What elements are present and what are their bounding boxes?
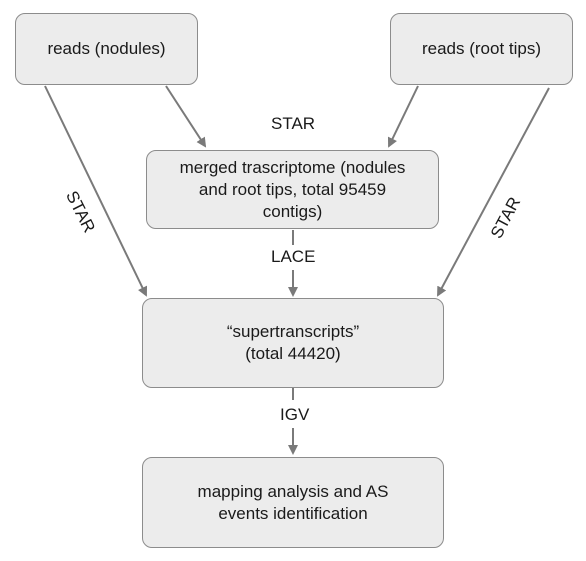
reads-nodules-label: reads (nodules)	[47, 39, 166, 58]
mapping-analysis-box: mapping analysis and AS events identific…	[142, 457, 444, 548]
merged-transcriptome-box: merged trascriptome (nodules and root ti…	[146, 150, 439, 229]
reads-root-tips-label: reads (root tips)	[421, 39, 542, 58]
supertranscripts-line-1: “supertranscripts”	[226, 322, 360, 341]
arrow-roottips-to-merged	[387, 85, 419, 148]
supertranscripts-line-2: (total 44420)	[245, 344, 341, 363]
merged-transcriptome-line-2: and root tips, total 95459	[198, 179, 387, 199]
supertranscripts-box: “supertranscripts” (total 44420)	[142, 298, 444, 388]
merged-transcriptome-line-3: contigs)	[262, 201, 323, 221]
mapping-analysis-line-2: events identification	[218, 503, 368, 523]
arrow-roottips-to-supertranscripts	[437, 87, 550, 297]
arrow-nodules-to-supertranscripts	[44, 85, 148, 297]
reads-root-tips-box: reads (root tips)	[390, 13, 573, 85]
arrow-nodules-to-merged	[165, 85, 207, 148]
reads-nodules-box: reads (nodules)	[15, 13, 198, 85]
merged-transcriptome-line-1: merged trascriptome (nodules	[179, 157, 406, 177]
lace-label: LACE	[271, 247, 316, 266]
mapping-analysis-line-1: mapping analysis and AS	[197, 481, 389, 501]
igv-label: IGV	[280, 405, 310, 424]
star-top-label: STAR	[271, 114, 316, 133]
